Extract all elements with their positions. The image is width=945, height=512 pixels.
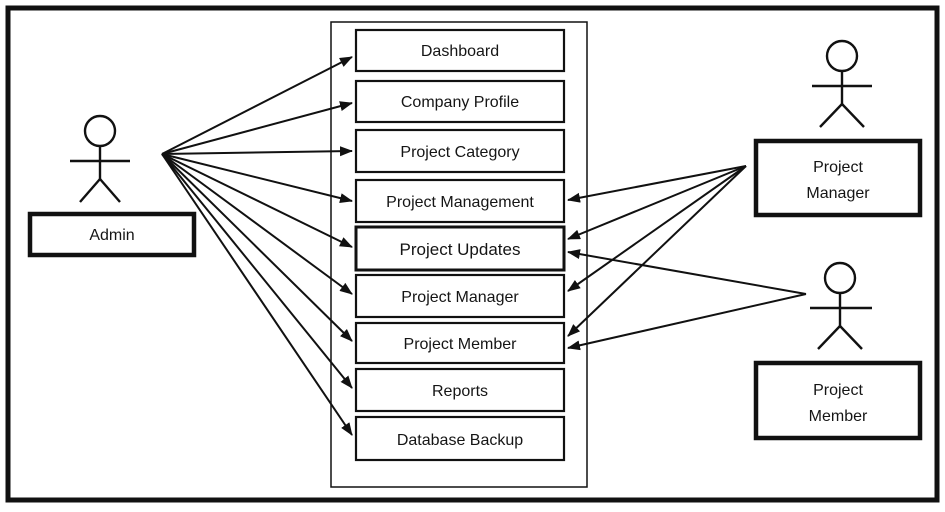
actor-label: Admin	[89, 227, 134, 244]
usecase-company-profile: Company Profile	[354, 79, 566, 124]
arrow-admin-dashboard	[161, 56, 353, 155]
usecase-project-category: Project Category	[354, 128, 566, 174]
actor-label-line2: Manager	[806, 185, 870, 202]
usecase-label: Project Updates	[400, 240, 521, 259]
usecase-label: Company Profile	[401, 94, 519, 111]
actor-label-line1: Project	[813, 159, 863, 176]
usecase-project-management: Project Management	[354, 178, 566, 224]
usecase-project-manager: Project Manager	[354, 273, 566, 319]
actor-label-line2: Member	[809, 408, 868, 425]
arrow-admin-project-management	[161, 153, 353, 203]
actor-label-line1: Project	[813, 382, 863, 399]
arrow-member-project-member	[567, 293, 807, 351]
diagram-frame	[5, 5, 940, 503]
usecase-box	[354, 178, 566, 224]
usecase-list: Dashboard Company Profile Project Catego…	[354, 28, 566, 462]
arrow-admin-company-profile	[161, 101, 353, 155]
actor-admin: Admin	[27, 114, 197, 258]
arrow-admin-reports	[161, 153, 353, 389]
usecase-project-updates: Project Updates	[354, 225, 566, 272]
usecase-box	[354, 321, 566, 365]
arrow-admin-project-category	[161, 146, 353, 157]
usecase-label: Dashboard	[421, 43, 499, 60]
arrow-pm-project-member	[567, 165, 747, 337]
stick-figure-icon	[70, 114, 130, 203]
actor-name-box	[27, 211, 197, 258]
usecase-box	[354, 415, 566, 462]
usecase-box	[354, 225, 566, 272]
actor-name-box	[753, 138, 923, 218]
usecase-box	[354, 79, 566, 124]
usecase-box	[354, 367, 566, 413]
arrow-pm-project-updates	[567, 165, 747, 240]
usecase-label: Reports	[432, 383, 488, 400]
actor-project-manager: Project Manager	[753, 39, 923, 218]
usecase-label: Database Backup	[397, 432, 523, 449]
arrow-member-project-updates	[567, 249, 807, 295]
usecase-database-backup: Database Backup	[354, 415, 566, 462]
usecase-dashboard: Dashboard	[354, 28, 566, 73]
arrow-pm-project-management	[567, 165, 747, 203]
stick-figure-icon	[812, 39, 872, 128]
usecase-label: Project Manager	[401, 289, 519, 306]
arrow-admin-project-manager	[161, 153, 353, 295]
usecase-box	[354, 128, 566, 174]
usecase-box	[354, 273, 566, 319]
usecase-project-member: Project Member	[354, 321, 566, 365]
actor-project-member: Project Member	[753, 261, 923, 441]
stick-figure-icon	[810, 261, 872, 350]
usecase-label: Project Management	[386, 194, 534, 211]
usecase-label: Project Member	[404, 336, 518, 353]
actor-name-box	[753, 360, 923, 441]
arrow-admin-project-updates	[161, 153, 353, 248]
usecase-box	[354, 28, 566, 73]
arrow-pm-project-manager	[567, 165, 747, 292]
arrow-admin-project-member	[161, 153, 353, 342]
usecase-reports: Reports	[354, 367, 566, 413]
arrow-admin-database-backup	[161, 153, 353, 436]
usecase-label: Project Category	[400, 144, 519, 161]
relationship-arrows	[161, 56, 807, 436]
